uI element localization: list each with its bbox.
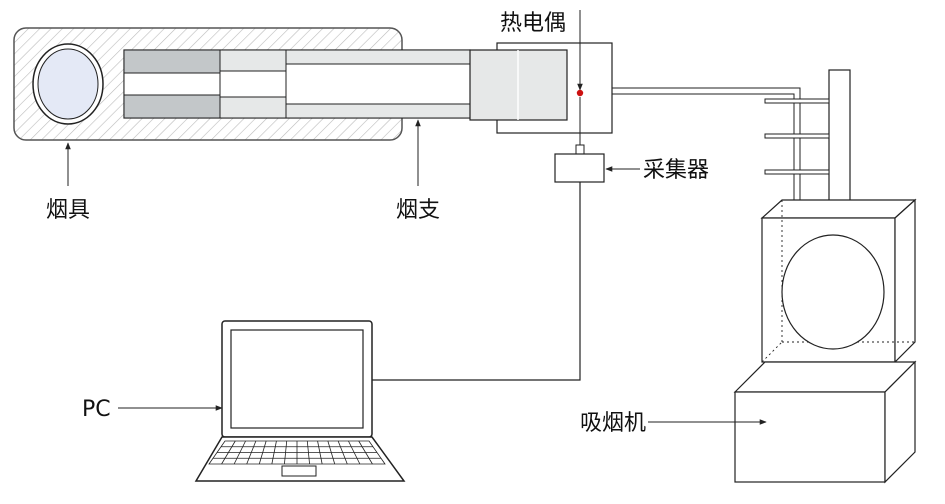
port-3	[764, 169, 830, 175]
data-cable	[372, 182, 581, 381]
laptop-display	[230, 329, 364, 429]
holder-label: 烟具	[46, 198, 90, 223]
smoking-machine	[648, 69, 917, 484]
holder-lens	[37, 48, 99, 120]
inner-tube	[285, 63, 471, 105]
collector	[554, 144, 640, 183]
smoke-tube	[612, 87, 801, 215]
inner-channel	[219, 70, 287, 98]
port-1	[764, 98, 830, 104]
thermocouple-point	[576, 89, 584, 97]
pc-label: PC	[82, 397, 111, 422]
collector-box	[554, 153, 605, 183]
laptop-pc	[118, 320, 406, 482]
laptop-touchpad	[281, 465, 317, 477]
port-bar	[828, 69, 851, 215]
thermocouple-block	[469, 10, 613, 145]
machine-base	[733, 360, 917, 484]
chamber-window	[781, 234, 885, 350]
air-slot	[123, 72, 232, 96]
thermocouple-label: 热电偶	[500, 11, 566, 36]
cigarette-holder	[13, 27, 471, 141]
collector-label: 采集器	[643, 158, 709, 183]
port-2	[764, 133, 830, 139]
collector-plug	[575, 144, 585, 155]
cigarette-label: 烟支	[396, 198, 440, 223]
smoking-machine-label: 吸烟机	[580, 411, 646, 436]
laptop-keyboard	[208, 440, 386, 465]
